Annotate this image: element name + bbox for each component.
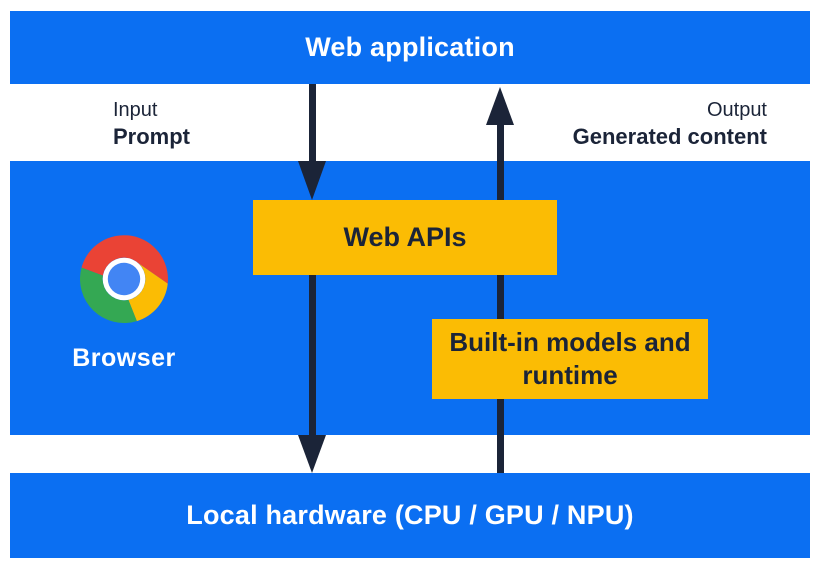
web-application-label: Web application bbox=[305, 32, 515, 62]
web-apis-label: Web APIs bbox=[343, 222, 467, 252]
output-flow-arrowhead-icon bbox=[486, 87, 514, 125]
input-caption: Input bbox=[113, 99, 158, 121]
local-hardware-label: Local hardware (CPU / GPU / NPU) bbox=[186, 500, 634, 530]
output-flow-line bbox=[497, 123, 504, 473]
prompt-label: Prompt bbox=[113, 124, 190, 149]
input-label-block: Input Prompt bbox=[113, 98, 190, 150]
web-apis-box: Web APIs bbox=[253, 200, 557, 275]
output-caption: Output bbox=[706, 99, 767, 121]
web-application-bar: Web application bbox=[10, 11, 810, 84]
output-label-block: Output Generated content bbox=[573, 98, 767, 150]
input-flow-line-upper bbox=[309, 84, 316, 163]
input-flow-arrowhead-bottom-icon bbox=[298, 435, 326, 473]
builtin-models-box: Built-in models and runtime bbox=[432, 319, 708, 399]
local-hardware-bar: Local hardware (CPU / GPU / NPU) bbox=[10, 473, 810, 558]
builtin-models-label: Built-in models and runtime bbox=[449, 327, 691, 390]
generated-content-label: Generated content bbox=[572, 124, 767, 149]
browser-label: Browser bbox=[72, 344, 176, 372]
chrome-logo-icon bbox=[80, 235, 168, 323]
input-flow-line-lower bbox=[309, 250, 316, 436]
